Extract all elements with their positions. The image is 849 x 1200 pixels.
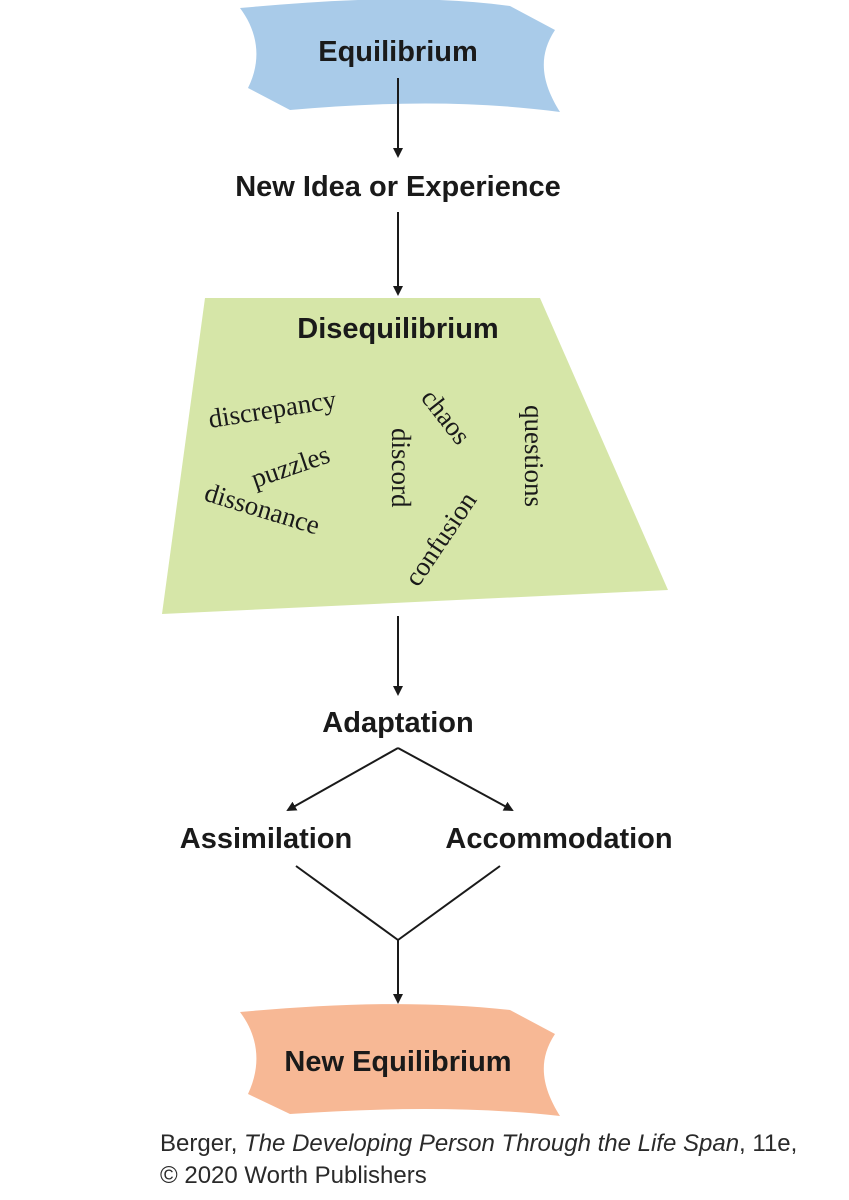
accommodation-label: Accommodation (445, 823, 672, 855)
arrow-adaptation-to-accommodation (397, 747, 514, 811)
arrow-adaptation-to-assimilation (286, 747, 399, 811)
adaptation-label: Adaptation (322, 707, 473, 739)
caption-author: Berger, (160, 1130, 245, 1157)
word-discord: discord (386, 428, 416, 508)
source-caption: Berger, The Developing Person Through th… (160, 1128, 800, 1192)
equilibrium-banner (240, 0, 560, 112)
new-equilibrium-banner (240, 1004, 560, 1116)
merge-line-assimilation (295, 865, 399, 941)
word-questions: questions (519, 405, 549, 507)
equilibrium-label: Equilibrium (318, 36, 478, 68)
merge-line-accommodation (397, 865, 501, 941)
assimilation-label: Assimilation (180, 823, 352, 855)
caption-book-title: The Developing Person Through the Life S… (244, 1130, 740, 1157)
caption-edition: , 11e, © 2020 Worth Publishers (160, 1130, 798, 1189)
new-idea-label: New Idea or Experience (235, 171, 561, 203)
new-equilibrium-label: New Equilibrium (284, 1046, 511, 1078)
disequilibrium-label: Disequilibrium (297, 313, 498, 345)
disequilibrium-box (162, 298, 668, 614)
